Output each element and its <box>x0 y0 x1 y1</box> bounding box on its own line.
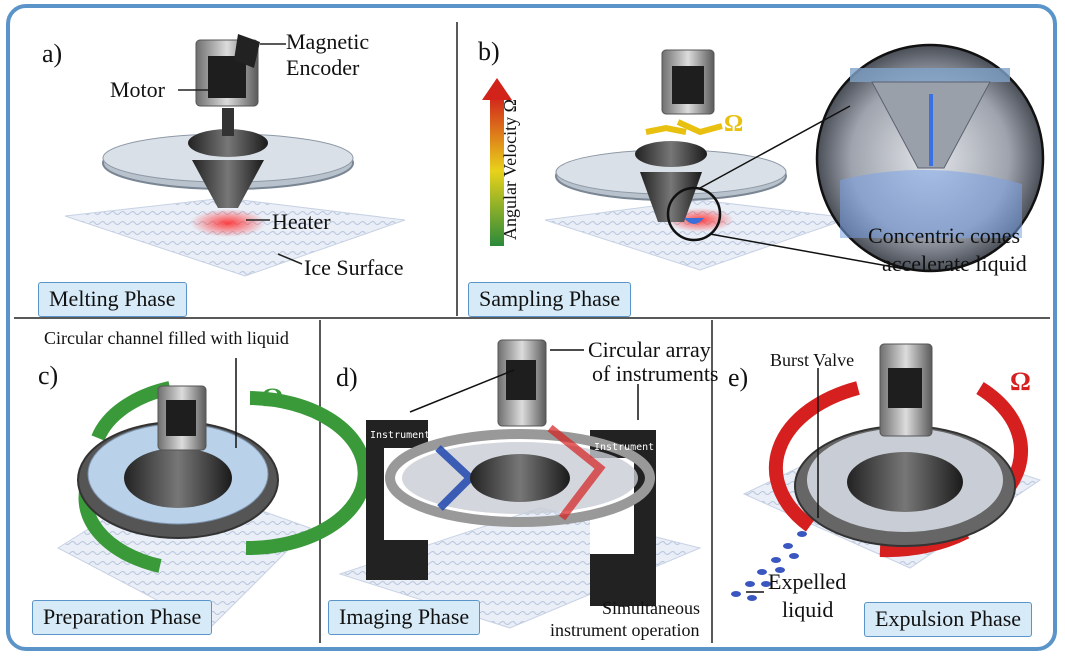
heater-label: Heater <box>272 209 331 234</box>
array-label-line2: of instruments <box>592 361 719 386</box>
ice-surface-label: Ice Surface <box>304 255 404 280</box>
motor-label: Motor <box>110 77 165 102</box>
simultaneous-label-line2: instrument operation <box>550 620 700 640</box>
expelled-label-line1: Expelled <box>768 569 847 594</box>
magnetic-label: Magnetic <box>286 29 370 54</box>
instrument-1-label: Instrument I <box>370 430 443 441</box>
figure-frame: a) Magnetic Encoder Motor Heater Ice Sur… <box>6 4 1057 651</box>
preparation-illustration <box>56 358 372 629</box>
figure-artwork <box>14 22 1050 643</box>
encoder-label: Encoder <box>286 55 360 80</box>
preparation-phase-badge: Preparation Phase <box>32 600 213 635</box>
panel-b-letter: b) <box>478 37 500 66</box>
imaging-illustration <box>338 339 702 629</box>
melting-phase-badge: Melting Phase <box>38 282 187 317</box>
cones-label-line2: accelerate liquid <box>882 251 1027 276</box>
simultaneous-label-line1: Simultaneous <box>602 598 700 618</box>
expulsion-illustration <box>731 343 1042 601</box>
omega-green-label: Ω <box>262 383 283 412</box>
expulsion-phase-badge: Expulsion Phase <box>864 602 1033 637</box>
sampling-phase-badge: Sampling Phase <box>468 282 632 317</box>
expelled-label-line2: liquid <box>782 597 834 622</box>
cones-label-line1: Concentric cones <box>868 223 1021 248</box>
array-label-line1: Circular array <box>588 337 711 362</box>
panel-d-letter: d) <box>336 363 358 392</box>
panel-e-letter: e) <box>728 363 749 392</box>
omega-yellow-label: Ω <box>724 111 744 137</box>
angular-velocity-label: Angular Velocity Ω <box>500 98 520 240</box>
imaging-phase-badge: Imaging Phase <box>328 600 481 635</box>
melting-illustration <box>64 34 406 277</box>
omega-red-label: Ω <box>1010 367 1031 396</box>
sampling-illustration <box>482 43 1045 273</box>
panel-c-letter: c) <box>38 361 59 390</box>
channel-label: Circular channel filled with liquid <box>44 328 289 348</box>
burst-valve-label: Burst Valve <box>770 350 855 370</box>
instrument-3-label: Instrument III <box>594 442 679 453</box>
velocity-bar <box>490 96 504 246</box>
panel-a-letter: a) <box>42 39 63 68</box>
